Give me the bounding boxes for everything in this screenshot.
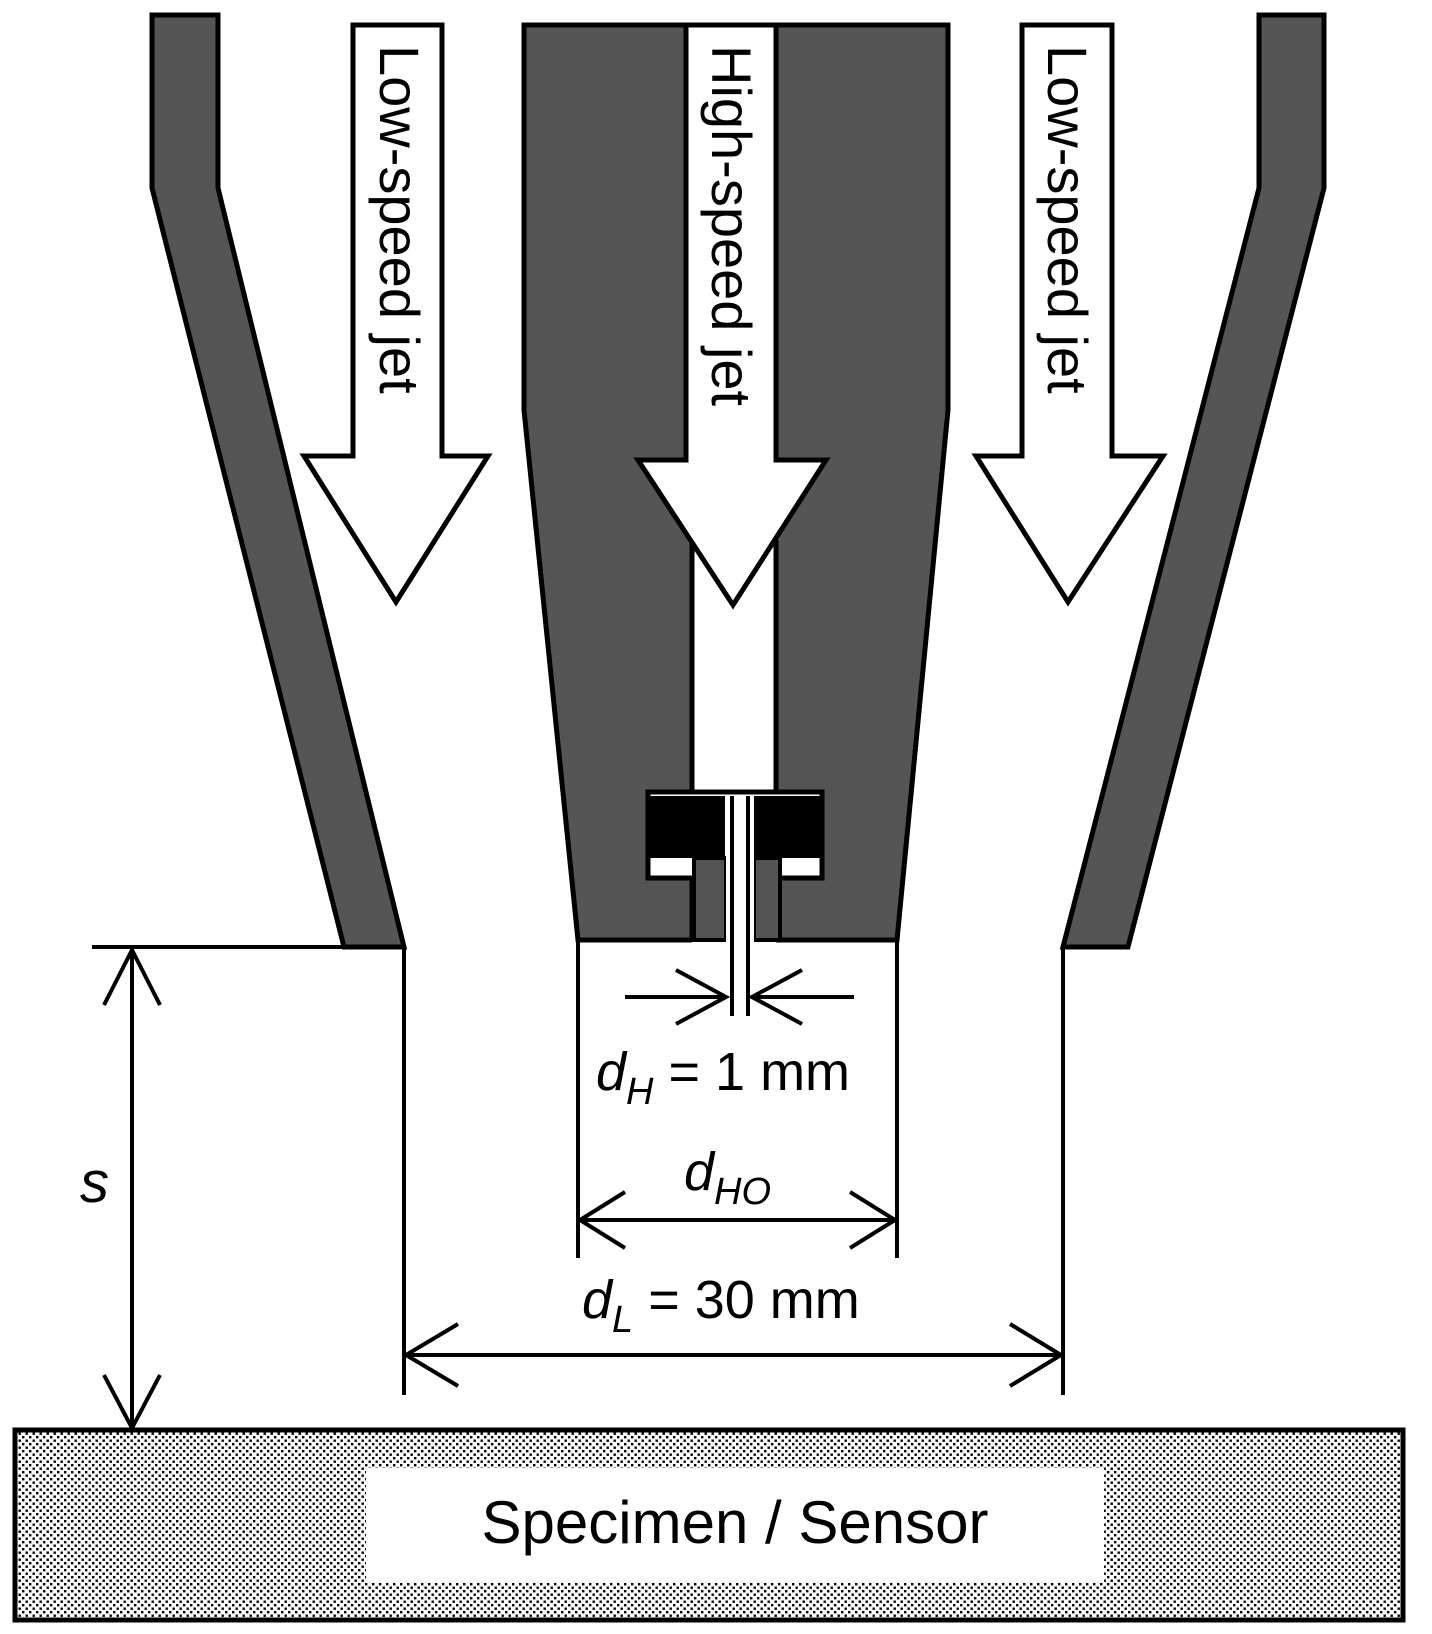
low-speed-jet-arrow-right: Low-speed jet (971, 22, 1168, 607)
s-label: s (80, 1150, 109, 1215)
high-speed-jet-arrow: High-speed jet (633, 22, 831, 610)
high-speed-jet-label: High-speed jet (700, 45, 763, 407)
dL-dimension (402, 1322, 1065, 1388)
s-dimension (102, 945, 162, 1433)
low-speed-jet-arrow-left: Low-speed jet (299, 22, 493, 607)
tip-stem-right (752, 856, 782, 942)
dHO-label: dHO (684, 1142, 771, 1213)
low-speed-jet-label-left: Low-speed jet (368, 45, 431, 394)
dL-label: dL = 30 mm (582, 1270, 860, 1341)
tip-stem-left (692, 856, 728, 942)
specimen-label-box (366, 1468, 1104, 1583)
tip-block-right (754, 796, 824, 858)
dHO-dimension (576, 1190, 899, 1250)
specimen-label: Specimen / Sensor (482, 1489, 989, 1556)
dH-label: dH = 1 mm (596, 1042, 850, 1113)
tip-block-left (650, 796, 725, 858)
dH-dimension (625, 968, 854, 1026)
low-speed-jet-label-right: Low-speed jet (1036, 45, 1099, 394)
right-outer-nozzle-wall (1059, 12, 1327, 950)
